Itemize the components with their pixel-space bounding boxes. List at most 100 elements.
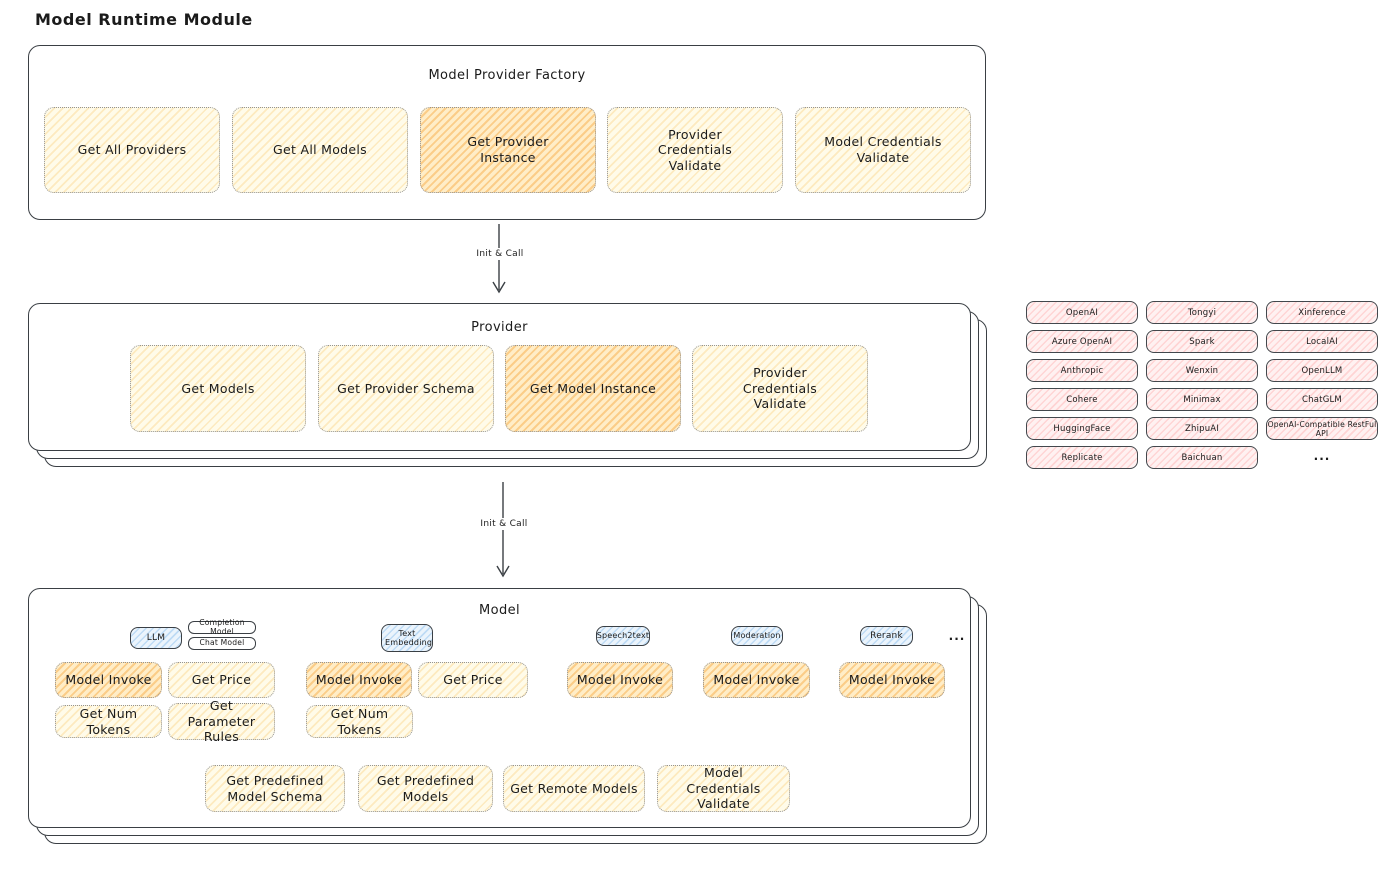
vendor-baichuan-label: Baichuan: [1181, 452, 1223, 463]
provider-get-model-instance-label: Get Model Instance: [529, 380, 657, 396]
factory-get-provider-instance: Get Provider Instance: [420, 107, 596, 193]
vendor-pill-replicate: Replicate: [1026, 446, 1138, 469]
vendor-pill-baichuan: Baichuan: [1146, 446, 1258, 469]
vendor-pill-tongyi: Tongyi: [1146, 301, 1258, 324]
vendor-pill-localai: LocalAI: [1266, 330, 1378, 353]
vendor-pill-openai-compatible: OpenAI-Compatible RestFul API: [1266, 417, 1378, 440]
page-title: Model Runtime Module: [35, 10, 253, 29]
vendor-pill-wenxin: Wenxin: [1146, 359, 1258, 382]
vendor-openai-compatible-label: OpenAI-Compatible RestFul API: [1267, 419, 1377, 438]
vendor-pill-spark: Spark: [1146, 330, 1258, 353]
factory-get-provider-instance-label: Get Provider Instance: [467, 134, 549, 165]
moderation-model-invoke: Model Invoke: [703, 662, 810, 698]
model-type-rerank-chip: Rerank: [860, 626, 913, 646]
model-credentials-validate: Model Credentials Validate: [657, 765, 790, 812]
vendor-openllm-label: OpenLLM: [1301, 365, 1343, 376]
llm-get-price-label: Get Price: [191, 672, 252, 688]
vendor-pill-huggingface: HuggingFace: [1026, 417, 1138, 440]
vendor-pill-minimax: Minimax: [1146, 388, 1258, 411]
model-type-completion-chip: Completion Model: [188, 617, 256, 636]
provider-get-models: Get Models: [130, 345, 306, 432]
factory-model-credentials-validate: Model Credentials Validate: [795, 107, 971, 193]
embedding-get-price: Get Price: [418, 662, 528, 698]
model-get-remote-models-label: Get Remote Models: [510, 780, 638, 796]
provider-get-provider-schema: Get Provider Schema: [318, 345, 494, 432]
vendor-pill-zhipuai: ZhipuAI: [1146, 417, 1258, 440]
vendor-cohere-label: Cohere: [1066, 394, 1098, 405]
arrow-provider-to-model: [496, 482, 510, 578]
vendor-zhipuai-label: ZhipuAI: [1184, 423, 1220, 434]
speech2text-model-invoke-label: Model Invoke: [576, 672, 664, 688]
factory-get-all-providers-label: Get All Providers: [77, 142, 187, 158]
provider-credentials-validate: Provider Credentials Validate: [692, 345, 868, 432]
factory-provider-credentials-validate-label: Provider Credentials Validate: [657, 126, 733, 173]
llm-get-parameter-rules: Get Parameter Rules: [168, 698, 275, 744]
vendor-replicate-label: Replicate: [1061, 452, 1103, 463]
factory-get-all-models-label: Get All Models: [273, 142, 367, 158]
vendor-pill-openllm: OpenLLM: [1266, 359, 1378, 382]
factory-panel-title: Model Provider Factory: [428, 68, 586, 83]
vendor-spark-label: Spark: [1189, 336, 1215, 347]
vendor-tongyi-label: Tongyi: [1187, 307, 1217, 318]
vendor-minimax-label: Minimax: [1183, 394, 1221, 405]
embedding-get-num-tokens-label: Get Num Tokens: [330, 705, 389, 737]
embedding-get-num-tokens: Get Num Tokens: [306, 705, 413, 738]
model-type-rerank-label: Rerank: [870, 630, 903, 641]
model-get-predefined-models: Get Predefined Models: [358, 765, 493, 812]
vendor-xinference-label: Xinference: [1298, 307, 1346, 318]
model-type-chat-label: Chat Model: [199, 638, 245, 648]
model-credentials-validate-label: Model Credentials Validate: [686, 765, 761, 812]
model-type-speech2text-label: Speech2text: [596, 631, 650, 641]
model-type-moderation-label: Moderation: [733, 631, 781, 641]
model-get-predefined-model-schema: Get Predefined Model Schema: [205, 765, 345, 812]
arrow-1-label: Init & Call: [462, 248, 538, 260]
model-type-chat-chip: Chat Model: [188, 637, 256, 650]
vendor-pill-openai: OpenAI: [1026, 301, 1138, 324]
model-type-completion-label: Completion Model: [199, 617, 245, 636]
vendor-localai-label: LocalAI: [1306, 336, 1338, 347]
vendor-pill-chatglm: ChatGLM: [1266, 388, 1378, 411]
vendor-chatglm-label: ChatGLM: [1302, 394, 1342, 405]
model-types-ellipsis: ...: [948, 629, 966, 643]
rerank-model-invoke-label: Model Invoke: [848, 672, 936, 688]
vendor-anthropic-label: Anthropic: [1060, 365, 1104, 376]
llm-get-parameter-rules-label: Get Parameter Rules: [187, 698, 256, 745]
llm-get-num-tokens: Get Num Tokens: [55, 705, 162, 738]
model-get-predefined-models-label: Get Predefined Models: [376, 772, 475, 804]
model-get-predefined-model-schema-label: Get Predefined Model Schema: [226, 772, 324, 804]
model-type-text-embedding-chip: Text Embedding: [381, 624, 433, 652]
vendor-pill-xinference: Xinference: [1266, 301, 1378, 324]
provider-credentials-validate-label: Provider Credentials Validate: [742, 365, 818, 412]
vendor-pill-azure-openai: Azure OpenAI: [1026, 330, 1138, 353]
llm-get-price: Get Price: [168, 662, 275, 698]
vendors-ellipsis: ...: [1313, 449, 1331, 463]
moderation-model-invoke-label: Model Invoke: [713, 672, 800, 688]
vendor-azure-openai-label: Azure OpenAI: [1051, 336, 1113, 347]
model-type-text-embedding-label: Text Embedding: [385, 628, 433, 647]
model-get-remote-models: Get Remote Models: [503, 765, 645, 812]
vendor-pill-cohere: Cohere: [1026, 388, 1138, 411]
llm-get-num-tokens-label: Get Num Tokens: [79, 705, 138, 737]
factory-model-credentials-validate-label: Model Credentials Validate: [824, 134, 942, 165]
speech2text-model-invoke: Model Invoke: [567, 662, 673, 698]
embedding-get-price-label: Get Price: [443, 672, 503, 688]
llm-model-invoke-label: Model Invoke: [65, 672, 152, 688]
model-type-llm-label: LLM: [146, 632, 166, 643]
vendor-pill-anthropic: Anthropic: [1026, 359, 1138, 382]
rerank-model-invoke: Model Invoke: [839, 662, 945, 698]
provider-get-provider-schema-label: Get Provider Schema: [337, 380, 475, 396]
vendor-huggingface-label: HuggingFace: [1053, 423, 1111, 434]
arrow-2-label: Init & Call: [466, 518, 542, 530]
provider-panel-title: Provider: [471, 320, 528, 335]
provider-get-model-instance: Get Model Instance: [505, 345, 681, 432]
model-type-moderation-chip: Moderation: [731, 626, 783, 646]
embedding-model-invoke-label: Model Invoke: [315, 672, 403, 688]
model-type-speech2text-chip: Speech2text: [596, 626, 650, 646]
llm-model-invoke: Model Invoke: [55, 662, 162, 698]
arrow-factory-to-provider: [492, 224, 506, 294]
factory-provider-credentials-validate: Provider Credentials Validate: [607, 107, 783, 193]
vendor-openai-label: OpenAI: [1065, 307, 1099, 318]
embedding-model-invoke: Model Invoke: [306, 662, 412, 698]
factory-get-all-providers: Get All Providers: [44, 107, 220, 193]
model-type-llm-chip: LLM: [130, 627, 182, 649]
